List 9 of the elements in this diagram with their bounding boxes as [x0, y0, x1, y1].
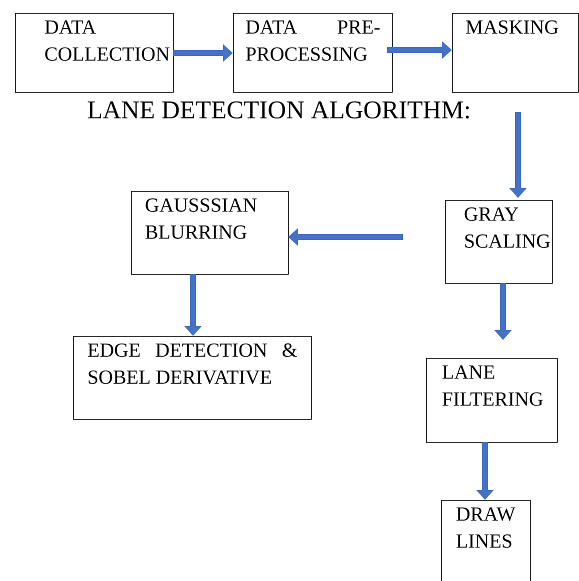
- process-box: EDGE DETECTION & SOBEL DERIVATIVE: [73, 336, 312, 420]
- process-box: DRAW LINES: [441, 500, 531, 581]
- process-box: GRAY SCALING: [445, 200, 553, 284]
- process-box: DATA PRE- PROCESSING: [233, 13, 393, 93]
- process-box: GAUSSSIAN BLURRING: [131, 191, 289, 275]
- process-box: MASKING: [452, 13, 579, 93]
- process-box: DATA COLLECTION: [15, 13, 174, 93]
- title: LANE DETECTION ALGORITHM:: [88, 101, 469, 119]
- process-box: LANE FILTERING: [426, 358, 558, 443]
